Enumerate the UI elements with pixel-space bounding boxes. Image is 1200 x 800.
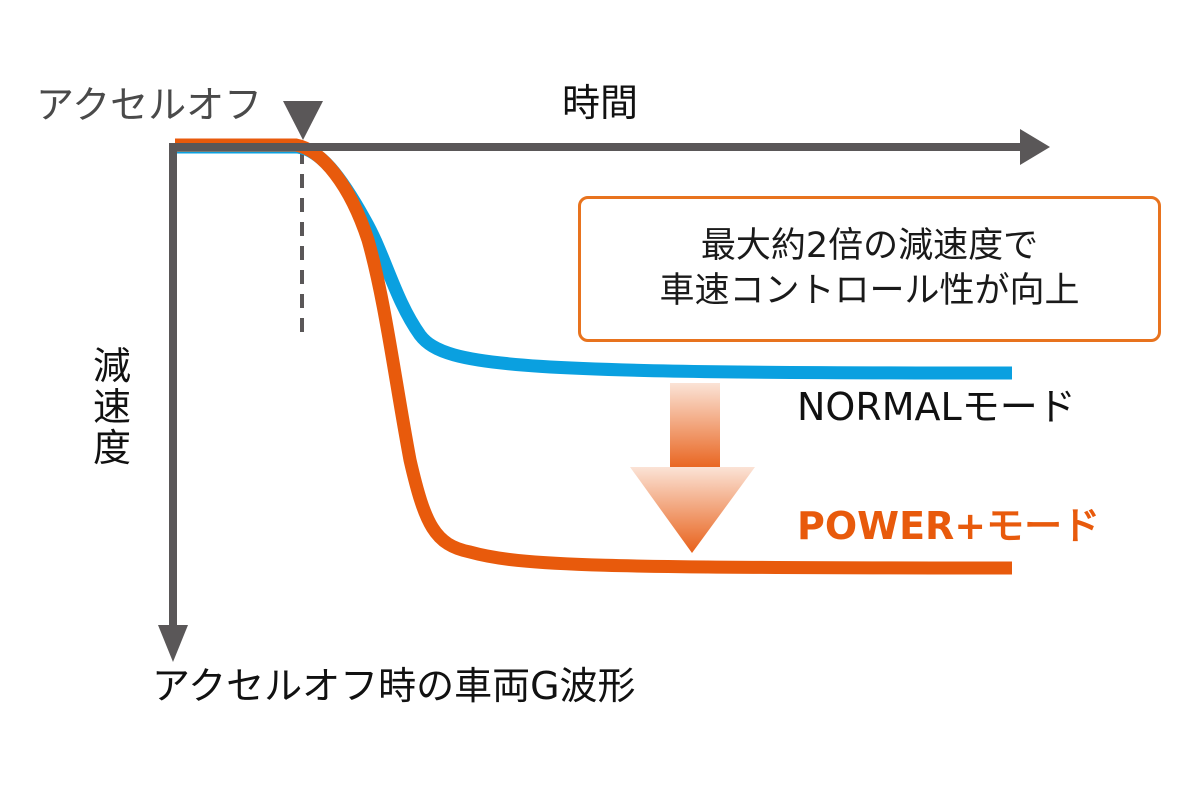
- y-axis-arrowhead: [158, 625, 188, 662]
- x-axis-arrowhead: [1020, 129, 1050, 165]
- callout-line-2: 車速コントロール性が向上: [659, 271, 1080, 311]
- y-axis-label: 減速度: [92, 344, 131, 471]
- normal-mode-label: NORMALモード: [797, 385, 1076, 429]
- callout-box: 最大約2倍の減速度で 車速コントロール性が向上: [578, 196, 1161, 342]
- x-axis-label: 時間: [562, 81, 639, 125]
- accel-off-marker-icon: [283, 101, 323, 140]
- power-mode-label: POWER+モード: [797, 504, 1101, 548]
- callout-line-1: 最大約2倍の減速度で: [700, 225, 1039, 266]
- increase-arrow-icon: [630, 383, 755, 553]
- diagram-caption: アクセルオフ時の車両G波形: [152, 664, 636, 708]
- power-mode-curve: [175, 138, 1013, 575]
- accel-off-label: アクセルオフ: [36, 83, 263, 127]
